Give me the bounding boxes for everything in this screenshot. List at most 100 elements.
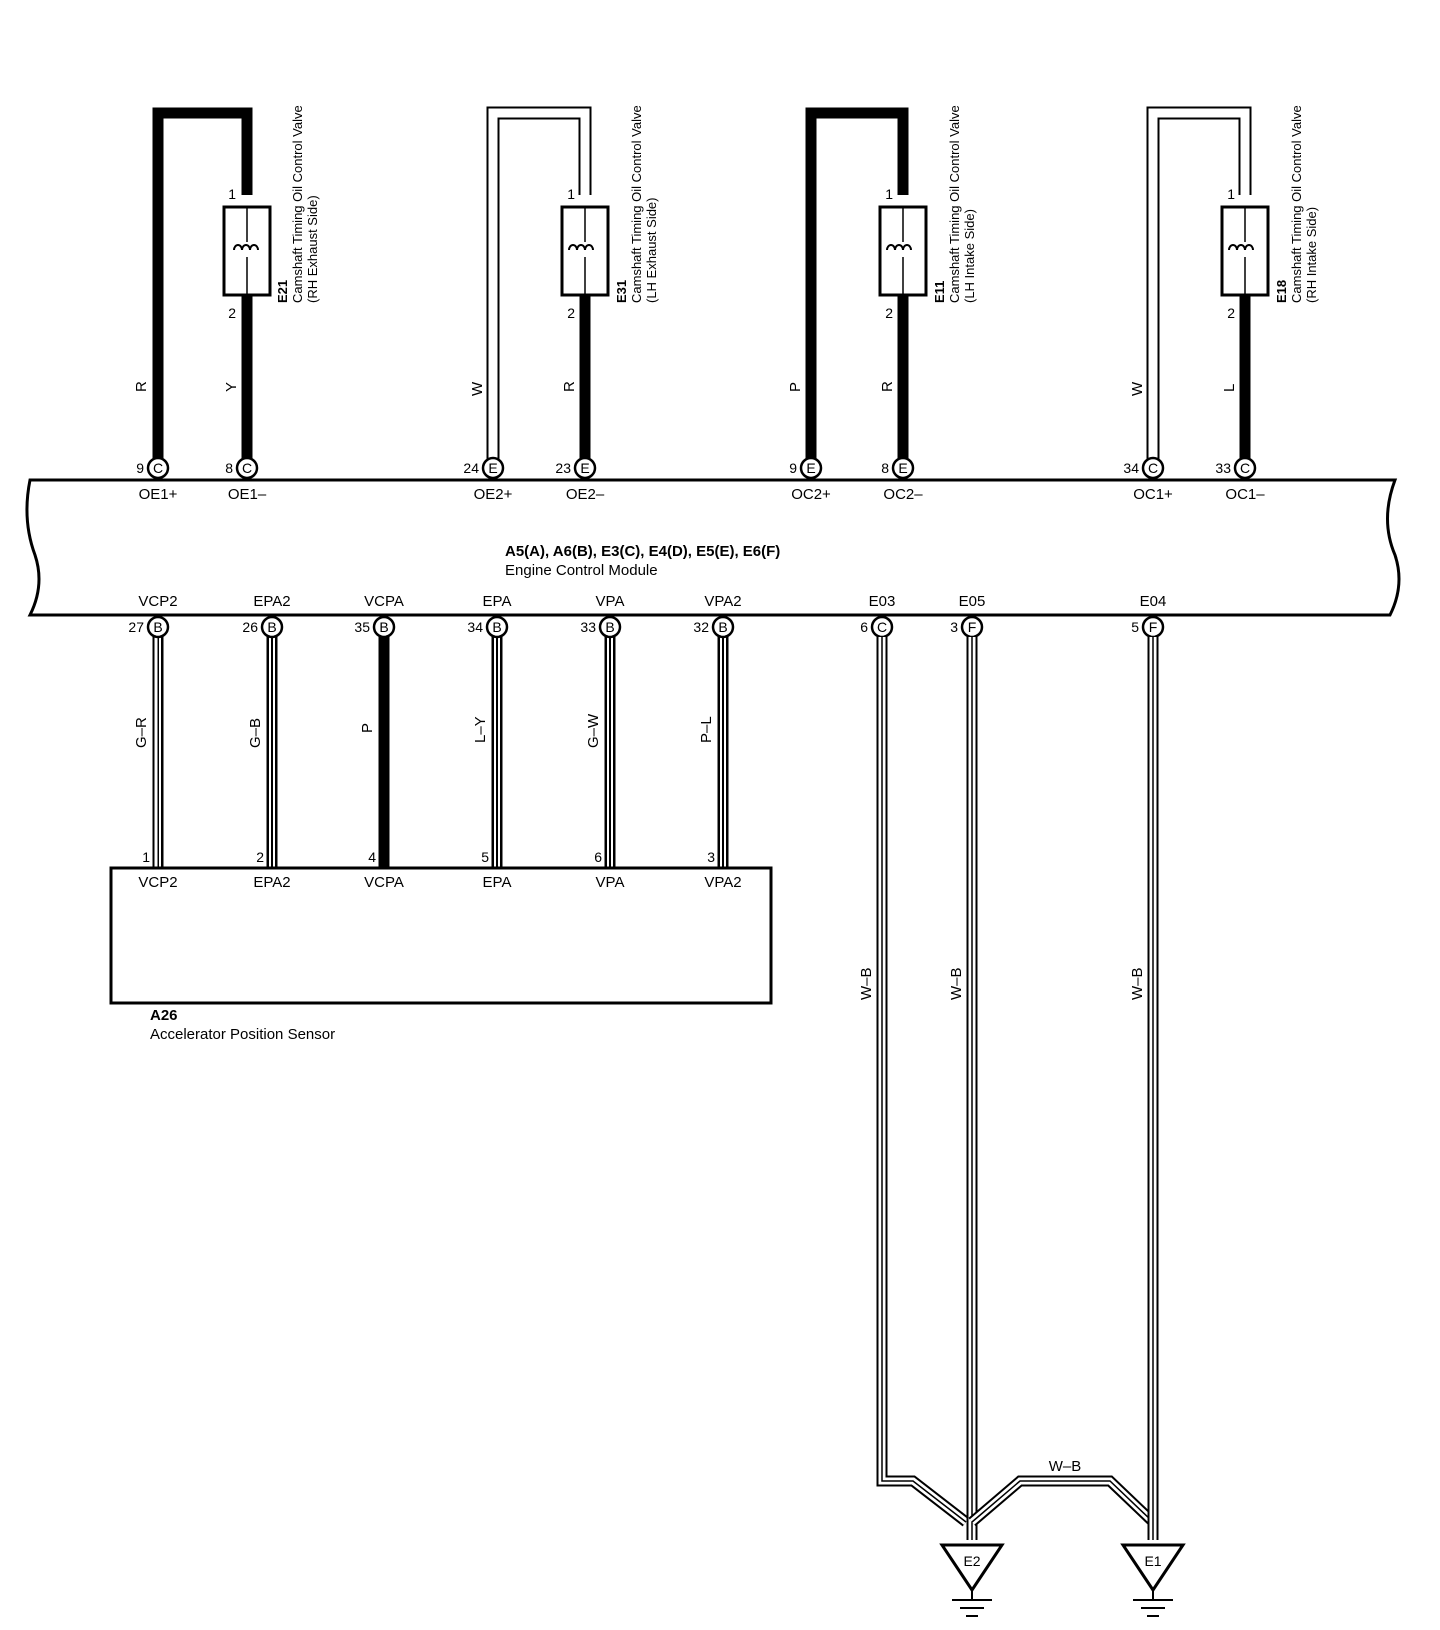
valve-e18-name: Camshaft Timing Oil Control Valve xyxy=(1289,105,1304,303)
connector-letter: E xyxy=(488,460,497,476)
ground-point-triangle xyxy=(939,1543,1005,1593)
valve-e31-name: Camshaft Timing Oil Control Valve xyxy=(629,105,644,303)
wire-color-label: W–B xyxy=(1129,967,1146,1000)
connector-letter: F xyxy=(968,619,977,635)
terminal-label: E04 xyxy=(1140,593,1167,610)
sensor-code: A26 xyxy=(150,1007,178,1024)
valve-e18-pin2: 2 xyxy=(1227,305,1235,321)
valve-e18-pin1: 1 xyxy=(1227,186,1235,202)
terminal-pin: 9 xyxy=(136,460,144,476)
sensor-terminal-label: VPA2 xyxy=(704,874,741,891)
terminal-label: OE2– xyxy=(566,486,605,503)
valve-e18-side: (RH Intake Side) xyxy=(1304,207,1319,303)
wire-e03 xyxy=(876,637,970,1527)
terminal-pin: 34 xyxy=(1123,460,1139,476)
sensor-terminal-label: EPA xyxy=(483,874,512,891)
terminal-label: E05 xyxy=(959,593,986,610)
valve-e31-code: E31 xyxy=(614,280,629,303)
ecm-terminal: E 23 OE2– xyxy=(555,456,605,503)
sensor-terminal-label: VCP2 xyxy=(138,874,177,891)
ground-point-triangle xyxy=(1120,1543,1186,1593)
ecm-terminal: E 9 OC2+ xyxy=(789,456,831,503)
wire-color-label: L–Y xyxy=(472,716,489,743)
ecm-terminal: C 34 OC1+ xyxy=(1123,456,1173,503)
sensor-pin: 5 xyxy=(481,849,489,865)
connector-badge xyxy=(146,456,170,480)
coil-icon xyxy=(233,244,259,251)
wire-e03-stripe xyxy=(881,637,967,1523)
sensor-terminal-label: VPA xyxy=(596,874,625,891)
terminal-pin: 26 xyxy=(242,619,258,635)
wire-e31-plus-fill xyxy=(488,108,590,462)
ground-e1-label: E1 xyxy=(1144,1553,1161,1569)
connector-badge xyxy=(372,615,396,639)
terminal-label: OE1+ xyxy=(139,486,178,503)
sensor-pin: 2 xyxy=(256,849,264,865)
sensor-pin: 4 xyxy=(368,849,376,865)
ecm-terminal: E05 F 3 xyxy=(950,593,986,639)
ground-e2: E2 xyxy=(939,1543,1005,1617)
ecm-terminal: EPA B 34 xyxy=(467,593,511,639)
ecm-terminal: E 24 OE2+ xyxy=(463,456,513,503)
wire-e11-plus xyxy=(805,107,909,462)
wire-color-label: R xyxy=(879,381,896,392)
sensor-pin: 3 xyxy=(707,849,715,865)
connector-letter: C xyxy=(242,460,252,476)
terminal-pin: 24 xyxy=(463,460,479,476)
valve-e31-pin1: 1 xyxy=(567,186,575,202)
valve-e11-name: Camshaft Timing Oil Control Valve xyxy=(947,105,962,303)
terminal-label: VPA2 xyxy=(704,593,741,610)
valve-e31-side: (LH Exhaust Side) xyxy=(644,198,659,304)
terminal-pin: 33 xyxy=(580,619,596,635)
valve-e31: 1 2 W R E31 Camshaft Timing Oil Control … xyxy=(469,105,659,462)
ecm-top-terminals: C 9 OE1+ C 8 OE1– E 24 OE2+ E 23 OE2– E xyxy=(136,456,1265,503)
terminal-pin: 6 xyxy=(860,619,868,635)
connector-badge xyxy=(799,456,823,480)
ecm-terminal: E03 C 6 xyxy=(860,593,895,639)
connector-badge xyxy=(711,615,735,639)
ecm-connectors-label: A5(A), A6(B), E3(C), E4(D), E5(E), E6(F) xyxy=(505,543,780,560)
ecm-terminal: VPA B 33 xyxy=(580,593,625,639)
wire-color-label: G–B xyxy=(247,718,264,748)
valve-e21: 1 2 R Y E21 Camshaft Timing Oil Control … xyxy=(133,105,320,462)
wire-color-label: R xyxy=(133,381,150,392)
wire-vpa2 xyxy=(717,628,729,868)
sensor-pin: 6 xyxy=(594,849,602,865)
wire-color-label: P xyxy=(787,382,804,392)
valve-e21-code: E21 xyxy=(275,280,290,303)
valve-e11-pin2: 2 xyxy=(885,305,893,321)
valve-e11-pin1: 1 xyxy=(885,186,893,202)
wire-color-label: L xyxy=(1221,384,1238,392)
terminal-label: OE1– xyxy=(228,486,267,503)
connector-letter: F xyxy=(1149,619,1158,635)
valve-e18: 1 2 W L E18 Camshaft Timing Oil Control … xyxy=(1129,105,1319,462)
sensor-terminal-label: EPA2 xyxy=(253,874,290,891)
sensor-body xyxy=(109,866,773,1005)
ground-e2-label: E2 xyxy=(963,1553,980,1569)
wire-e21-plus xyxy=(152,107,253,462)
connector-badge xyxy=(891,456,915,480)
wire-e03-fill xyxy=(878,637,969,1525)
sensor-terminal-label: VCPA xyxy=(364,874,404,891)
ecm-terminal: C 33 OC1– xyxy=(1215,456,1265,503)
wire-color-label: P–L xyxy=(698,716,715,743)
terminal-label: OC2+ xyxy=(791,486,831,503)
connector-badge xyxy=(1141,456,1165,480)
terminal-label: VPA xyxy=(596,593,625,610)
terminal-label: OC1+ xyxy=(1133,486,1173,503)
coil-icon xyxy=(1228,244,1254,251)
wire-color-label: Y xyxy=(223,382,240,392)
terminal-pin: 32 xyxy=(693,619,709,635)
wire-e18-plus-fill xyxy=(1148,108,1250,462)
wire-epa2 xyxy=(266,628,278,868)
wire-color-label: R xyxy=(561,381,578,392)
wire-vcp2 xyxy=(152,628,164,868)
terminal-pin: 5 xyxy=(1131,619,1139,635)
valve-e21-name: Camshaft Timing Oil Control Valve xyxy=(290,105,305,303)
terminal-pin: 33 xyxy=(1215,460,1231,476)
ground-wires: W–B W–B W–B W–B xyxy=(858,637,1159,1540)
terminal-pin: 3 xyxy=(950,619,958,635)
terminal-label: OC2– xyxy=(883,486,923,503)
connector-letter: B xyxy=(267,619,276,635)
valve-e11-side: (LH Intake Side) xyxy=(962,209,977,303)
